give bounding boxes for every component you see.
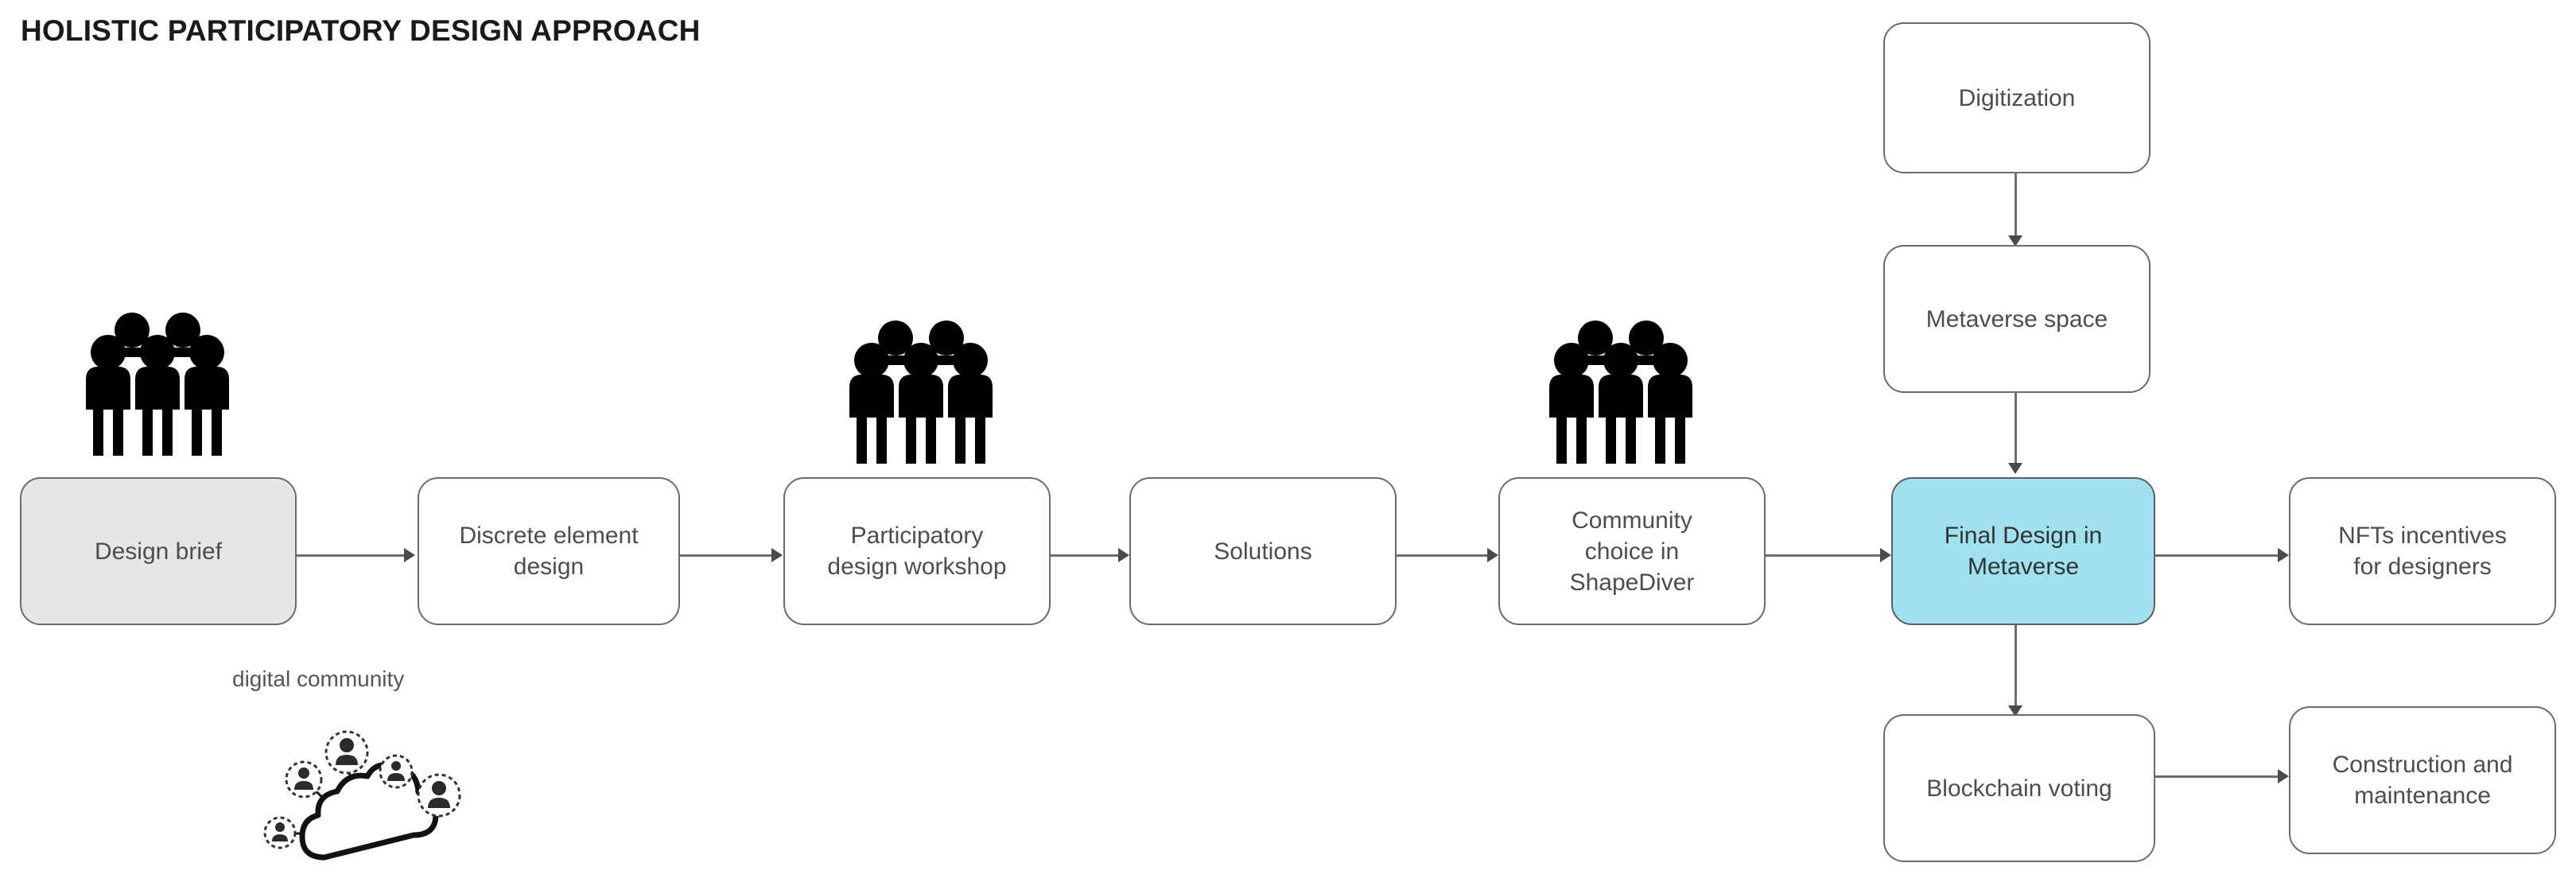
edge-community-to-final-design — [1764, 554, 1882, 557]
edge-design-brief-to-discrete — [294, 554, 406, 557]
arrowhead-icon — [1118, 548, 1129, 562]
node-community-choice-shapediver[interactable]: Community choice in ShapeDiver — [1498, 477, 1766, 625]
people-group-icon — [841, 314, 1000, 465]
node-nfts-incentives[interactable]: NFTs incentives for designers — [2289, 477, 2556, 625]
arrowhead-icon — [2008, 463, 2022, 474]
arrowhead-icon — [2278, 769, 2289, 783]
people-group-icon — [78, 306, 237, 457]
arrowhead-icon — [1880, 548, 1891, 562]
node-discrete-element-design[interactable]: Discrete element design — [418, 477, 680, 625]
arrowhead-icon — [2278, 548, 2289, 562]
arrowhead-icon — [404, 548, 415, 562]
digital-community-label: digital community — [232, 666, 405, 691]
page-title: HOLISTIC PARTICIPATORY DESIGN APPROACH — [21, 14, 701, 47]
node-final-design-metaverse[interactable]: Final Design in Metaverse — [1891, 477, 2155, 625]
node-blockchain-voting[interactable]: Blockchain voting — [1883, 714, 2155, 862]
arrowhead-icon — [2008, 235, 2022, 247]
edge-digitization-to-metaverse-space — [2015, 173, 2017, 242]
edge-solutions-to-community — [1393, 554, 1489, 557]
cloud-network-icon — [262, 708, 469, 867]
arrowhead-icon — [1487, 548, 1498, 562]
node-participatory-design-workshop[interactable]: Participatory design workshop — [783, 477, 1051, 625]
node-construction-maintenance[interactable]: Construction and maintenance — [2289, 706, 2556, 854]
node-digitization[interactable]: Digitization — [1883, 22, 2151, 173]
edge-discrete-to-participatory — [678, 554, 773, 557]
edge-final-design-to-nfts — [2152, 554, 2279, 557]
edge-blockchain-to-construction — [2152, 775, 2279, 778]
people-group-icon — [1541, 314, 1700, 465]
edge-participatory-to-solutions — [1048, 554, 1120, 557]
node-metaverse-space[interactable]: Metaverse space — [1883, 245, 2151, 393]
node-solutions[interactable]: Solutions — [1129, 477, 1397, 625]
node-design-brief[interactable]: Design brief — [20, 477, 297, 625]
arrowhead-icon — [2008, 705, 2022, 717]
edge-metaverse-space-to-final-design — [2015, 393, 2017, 469]
arrowhead-icon — [771, 548, 783, 562]
edge-final-design-to-blockchain-voting — [2015, 624, 2017, 712]
